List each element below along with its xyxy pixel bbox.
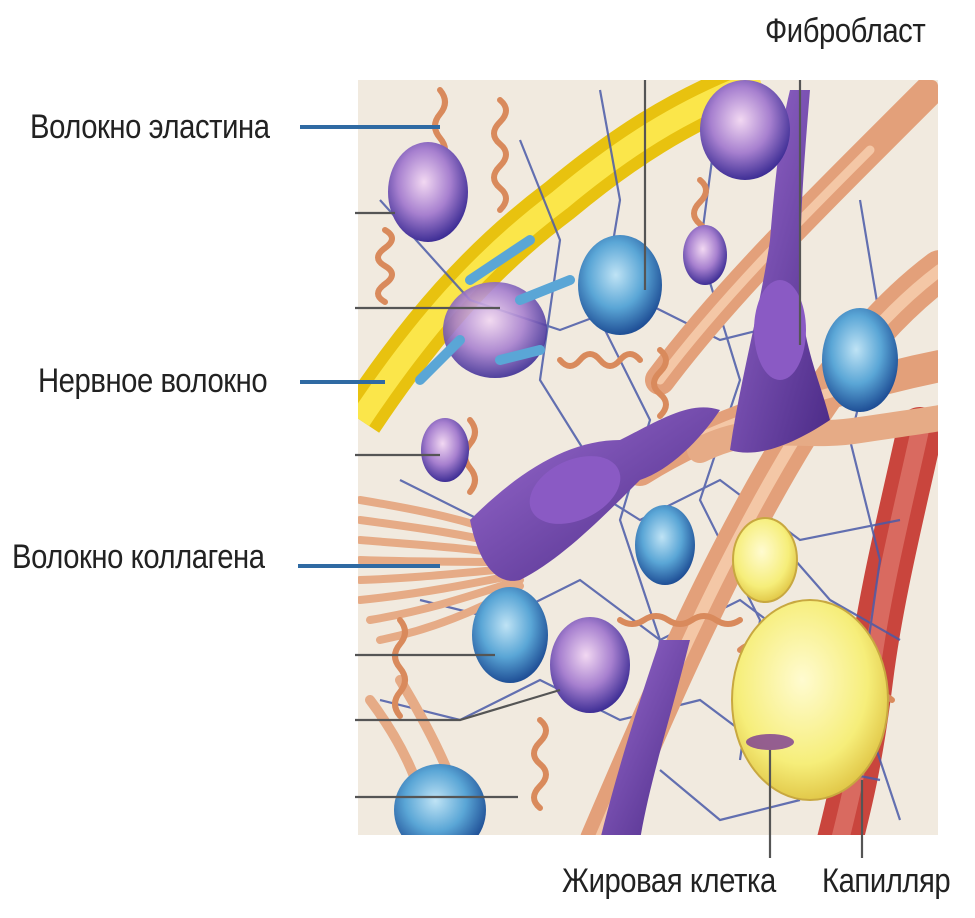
- label-nerve-fiber: Нервное волокно: [38, 362, 267, 401]
- label-collagen-fiber: Волокно коллагена: [12, 538, 265, 577]
- label-capillary: Капилляр: [822, 862, 950, 901]
- label-elastin-fiber: Волокно эластина: [30, 108, 270, 147]
- label-fibroblast: Фибробласт: [765, 12, 925, 51]
- label-fat-cell: Жировая клетка: [562, 862, 776, 901]
